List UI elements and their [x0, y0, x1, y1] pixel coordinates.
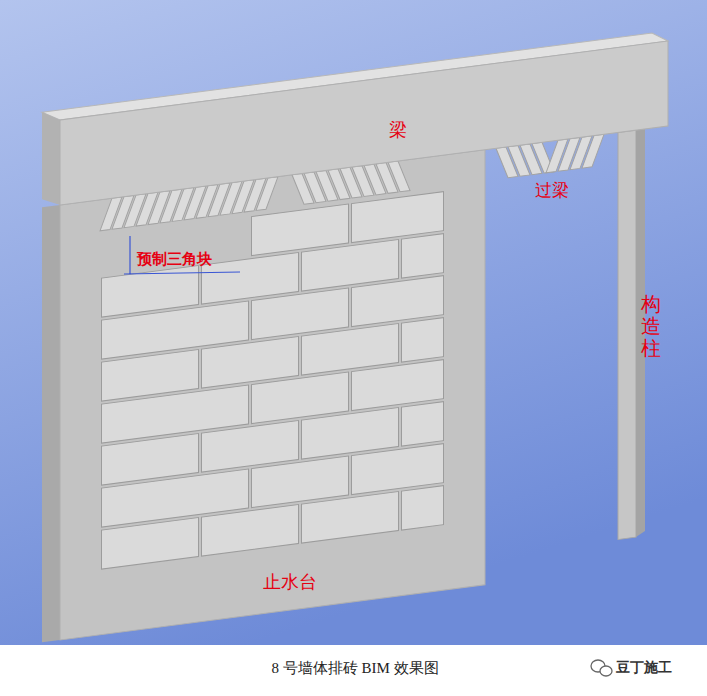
brick-courses — [102, 192, 444, 569]
icon-bubble — [600, 666, 612, 676]
triangle-block-label: 预制三角块 — [137, 250, 212, 269]
background — [0, 0, 707, 645]
beam-end-face — [42, 110, 60, 207]
wall-end-face — [42, 205, 60, 642]
water-stop-label: 止水台 — [263, 570, 317, 594]
beam-front-face — [60, 41, 668, 205]
annotations — [124, 236, 612, 676]
brick — [402, 234, 444, 278]
brick — [202, 504, 299, 556]
wechat-icon — [591, 660, 612, 676]
wall-face — [60, 150, 485, 640]
column-label: 构造柱 — [641, 293, 661, 359]
triangle-block — [388, 160, 410, 194]
wall-model — [42, 31, 668, 642]
brick — [402, 402, 444, 446]
brick — [302, 491, 399, 543]
brick — [402, 318, 444, 362]
lintel-label: 过梁 — [535, 179, 569, 202]
figure-caption: 8 号墙体排砖 BIM 效果图 — [271, 659, 438, 678]
brick — [402, 486, 444, 530]
brick — [102, 517, 199, 569]
column-front — [618, 130, 636, 539]
beam-label: 梁 — [389, 118, 407, 142]
leader-line — [124, 236, 240, 274]
triangle-block — [582, 134, 604, 168]
triangle-block — [256, 177, 278, 211]
watermark: 豆丁施工 — [616, 659, 672, 677]
